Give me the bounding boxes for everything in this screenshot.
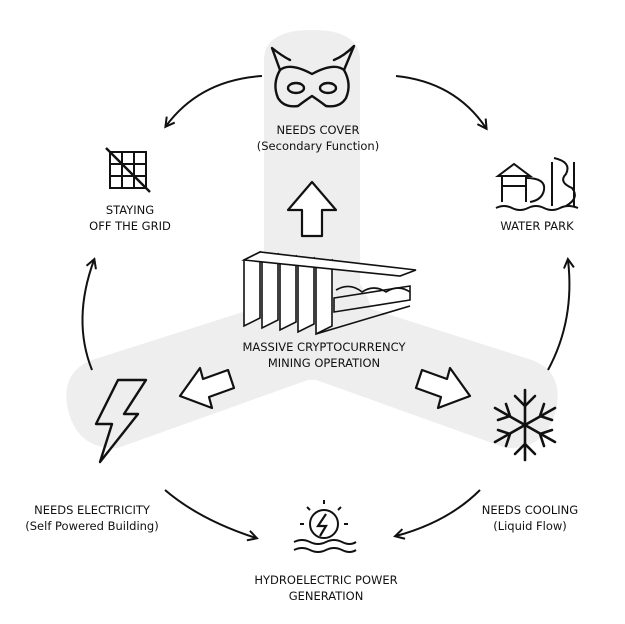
grid-label-line2: OFF THE GRID	[89, 219, 171, 233]
lightning-icon	[94, 378, 148, 464]
cooling-label-line2: (Liquid Flow)	[493, 519, 567, 533]
right-hollow-arrow	[414, 366, 472, 410]
arrow-cover-to-waterpark	[395, 75, 486, 128]
cycle-arrows	[81, 75, 569, 538]
arrow-electricity-to-hydro	[164, 489, 256, 538]
arrow-electricity-to-grid	[81, 260, 94, 371]
mask-icon	[270, 44, 356, 108]
hydro-label-line2: GENERATION	[289, 589, 364, 603]
arrow-cooling-to-waterpark	[547, 260, 569, 371]
labels: NEEDS COVER (Secondary Function) STAYING…	[25, 123, 578, 603]
water-park-icon	[495, 157, 579, 211]
water-wheel-icon	[293, 500, 357, 553]
center-label-line1: MASSIVE CRYPTOCURRENCY	[242, 340, 406, 354]
arrow-cooling-to-hydro	[396, 489, 481, 536]
server-rack-icon	[241, 250, 417, 336]
no-grid-icon	[105, 147, 151, 193]
arrow-cover-to-grid	[166, 75, 263, 126]
snowflake-icon	[493, 388, 557, 462]
hub-background	[66, 30, 558, 449]
electricity-label-line1: NEEDS ELECTRICITY	[34, 503, 151, 517]
up-hollow-arrow	[286, 180, 338, 238]
waterpark-label: WATER PARK	[500, 219, 574, 233]
grid-label-line1: STAYING	[106, 203, 154, 217]
hydro-label-line1: HYDROELECTRIC POWER	[254, 573, 397, 587]
electricity-label-line2: (Self Powered Building)	[25, 519, 158, 533]
cover-label-line2: (Secondary Function)	[257, 139, 379, 153]
center-label-line2: MINING OPERATION	[268, 356, 380, 370]
cover-label-line1: NEEDS COVER	[277, 123, 360, 137]
cooling-label-line1: NEEDS COOLING	[482, 503, 578, 517]
left-hollow-arrow	[178, 366, 236, 410]
hollow-arrows	[178, 180, 472, 410]
